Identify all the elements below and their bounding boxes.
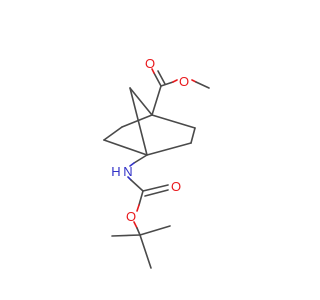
bond-oether-ctert: [136, 227, 141, 236]
bond-n-carbonyl: [130, 179, 144, 192]
bond-c3-c4: [103, 139, 148, 156]
bond-carbonyl-oester-end: [172, 79, 178, 83]
boc-amine: [111, 154, 171, 269]
bond-c1-c2: [121, 114, 153, 128]
bond-c5-c4: [146, 142, 192, 156]
bond-c2-c3: [103, 126, 123, 141]
bond-carbonyl-oether-end: [136, 204, 140, 212]
bond-oester-methyl: [195, 81, 210, 89]
bond-ctert-methyl-down: [139, 234, 152, 269]
bond-carbonyl-o-double-c: [142, 184, 169, 192]
bond-carbonyl-o-double-a-end: [151, 68, 155, 74]
oxygen-ester-label: O: [179, 74, 189, 89]
structure-diagram: O O H N O O: [103, 56, 210, 269]
bond-c4-n: [133, 154, 148, 164]
bond-carbonyl-o-double-a: [153, 72, 162, 87]
bond-bridge-c4: [129, 87, 148, 156]
amine-nh-label: H N: [111, 164, 132, 179]
oxygen-carbonyl-top-label: O: [145, 56, 155, 71]
oxygen-carbamate-carbonyl-label: O: [171, 179, 181, 194]
bond-carbonyl-oester: [160, 81, 174, 87]
oxygen-carbamate-ether-label: O: [126, 209, 136, 224]
bond-c6-c5: [190, 127, 196, 144]
bond-carbonyl-o-double-d: [144, 189, 169, 197]
methyl-ester: [151, 68, 210, 116]
bond-oether-ctert-start: [133, 221, 138, 229]
bond-c4-n-end: [129, 162, 135, 167]
bond-c1-c6: [151, 114, 196, 129]
bond-carbonyl-oether: [138, 190, 144, 206]
bond-c1-carbonyl: [151, 85, 162, 116]
bond-carbonyl-o-double-b: [157, 70, 166, 85]
bicyclic-core: [103, 87, 196, 156]
bond-c1-bridge: [129, 87, 153, 116]
bond-ctert-methyl-right: [139, 225, 171, 236]
molecule-canvas: O O H N O O: [103, 56, 210, 269]
bond-ctert-methyl-left: [111, 234, 141, 237]
